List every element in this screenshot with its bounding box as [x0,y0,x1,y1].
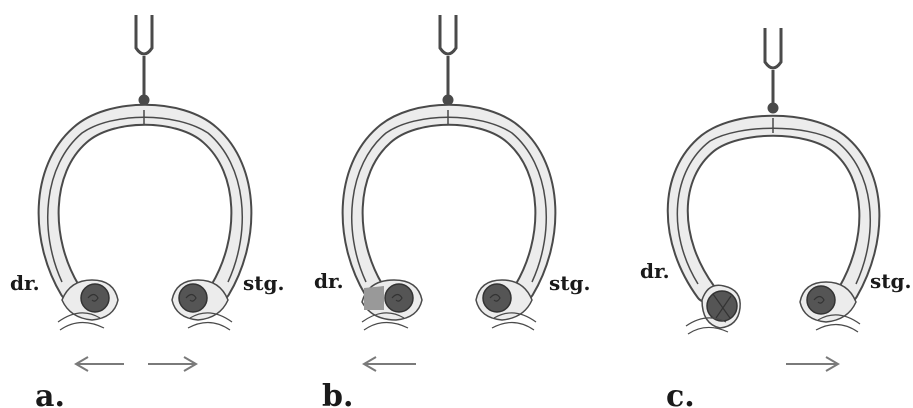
panel-letter-b: b. [322,379,353,408]
arch-tube [48,110,243,290]
arch-tube [677,118,870,292]
label-stg: stg. [243,271,284,295]
arrow-left-icon [364,357,416,371]
tuning-fork-icon [440,15,456,104]
arch-tube [352,110,547,290]
left-organ [362,280,422,330]
panel-b: dr. stg. b. [314,15,590,408]
label-stg: stg. [870,269,911,293]
label-stg: stg. [549,271,590,295]
label-dr: dr. [10,271,40,295]
panel-c: dr. stg. c. [640,28,911,408]
tuning-fork-icon [136,15,152,104]
label-dr: dr. [640,259,670,283]
label-dr: dr. [314,269,344,293]
panel-letter-c: c. [666,379,695,408]
tuning-fork-icon [765,28,781,112]
panel-a: dr. stg. a. [10,15,284,408]
arrow-right-icon [148,357,196,371]
arrow-right-icon [786,357,838,371]
panel-letter-a: a. [35,379,65,408]
arrow-left-icon [76,357,124,371]
